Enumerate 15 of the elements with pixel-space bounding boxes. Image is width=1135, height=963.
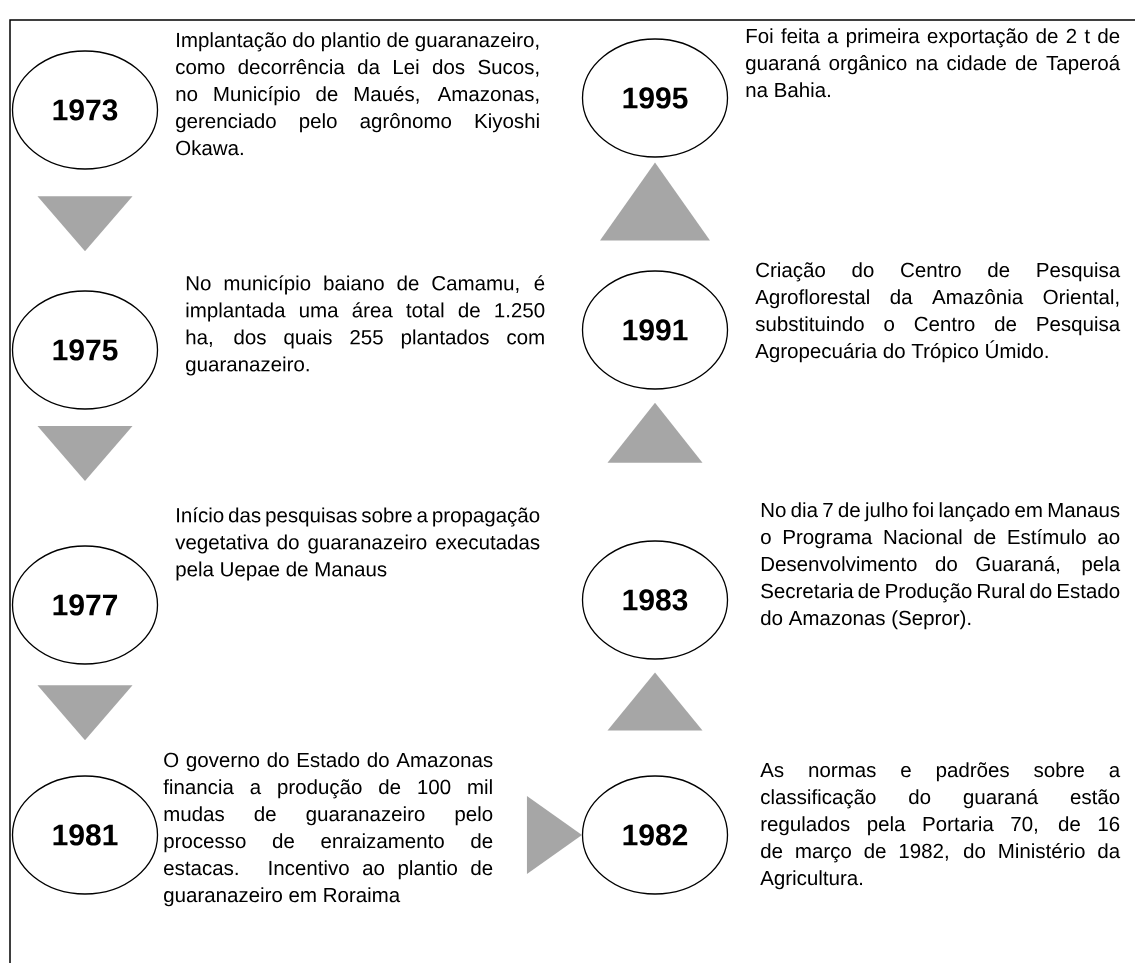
arrow <box>37 196 133 252</box>
description-text: Criação do Centro de Pesquisa Agroflorestal da Amazônia Oriental, substituindo o Centro de Pesquisa Agropecuária do Trópico Úmido. <box>755 262 1121 363</box>
arrow <box>607 672 703 731</box>
arrow <box>37 685 133 741</box>
arrow <box>607 402 703 463</box>
description-text: As normas e padrões sobre a classificação do guaraná estão regulados pela Portaria 70, de 16 de março de 1982, do Ministério da Agricultura. <box>760 762 1121 890</box>
description-text: Implantação do plantio de guaranazeiro, como decorrência da Lei dos Sucos, no Município de Maués, Amazonas, gerenciado pelo agrônomo Kiyoshi Okawa. <box>176 32 539 156</box>
description-text: Início das pesquisas sobre a propagação vegetativa do guaranazeiro executadas pela Uepae de Manaus <box>175 507 540 581</box>
description-text: Foi feita a primeira exportação de 2 t de guaraná orgânico na cidade de Taperoá na Bahia. <box>746 28 1121 98</box>
description-text: No município baiano de Camamu, é implantada uma área total de 1.250 ha, dos quais 255 plantados com guaranazeiro. <box>186 275 545 376</box>
arrow <box>526 796 582 874</box>
description-text: O governo do Estado do Amazonas financia a produção de 100 mil mudas de guaranazeiro pelo processo de enraizamento de estacas. Incentivo ao plantio de guaranazeiro em Roraima <box>163 752 493 907</box>
arrow <box>600 162 710 241</box>
arrow <box>37 426 133 482</box>
description-text: No dia 7 de julho foi lançado em Manaus o Programa Nacional de Estímulo ao Desenvolvimento do Guaraná, pela Secretaria de Produção Rural do Estado do Amazonas (Sepror). <box>761 502 1121 630</box>
